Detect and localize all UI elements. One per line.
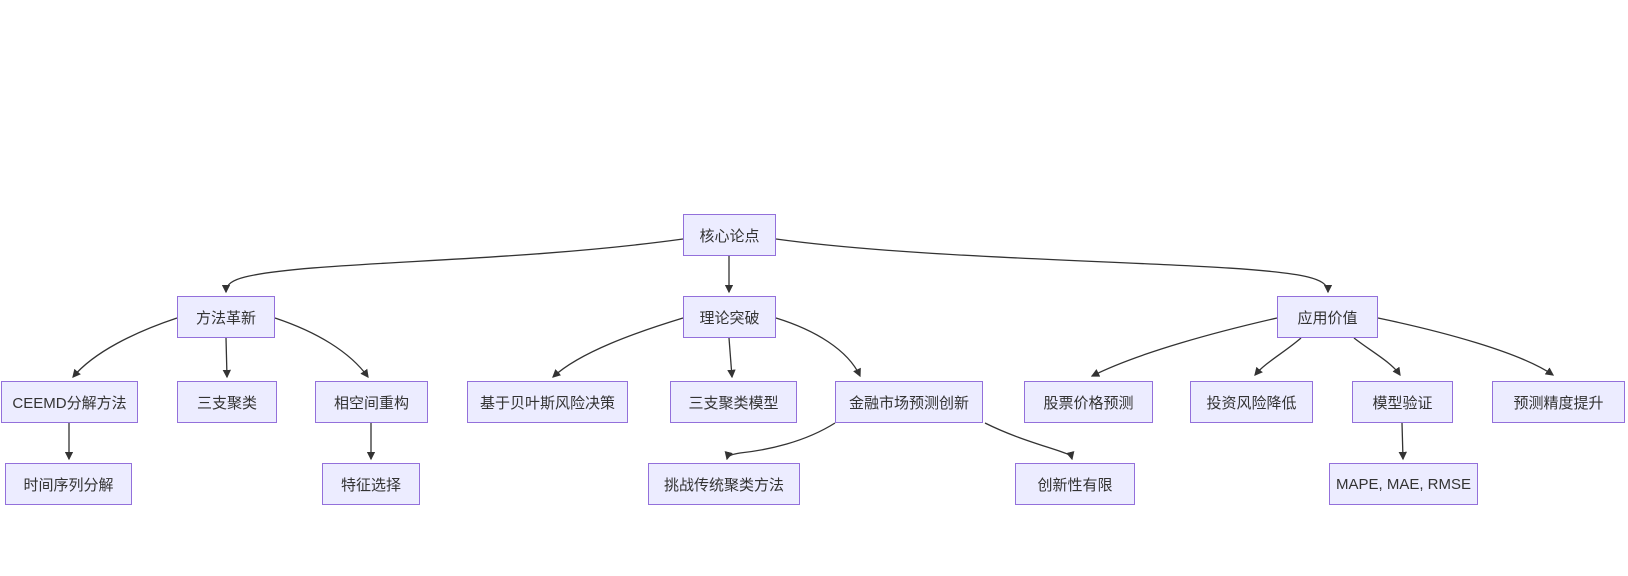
edge-theory-twcmodel: [727, 337, 736, 379]
edge-application-risk: [1254, 337, 1302, 376]
node-ceemd-decomposition: CEEMD分解方法: [1, 381, 138, 423]
edge-application-validation: [1353, 337, 1401, 377]
edge-root-method: [221, 238, 684, 294]
node-feature-selection: 特征选择: [322, 463, 420, 505]
edge-validation-metrics: [1398, 422, 1408, 461]
node-time-series-decomposition: 时间序列分解: [5, 463, 132, 505]
node-forecast-accuracy-improvement: 预测精度提升: [1492, 381, 1625, 423]
edge-theory-bayes: [552, 317, 684, 378]
edge-fininnovation-limited: [984, 422, 1075, 461]
node-model-validation: 模型验证: [1352, 381, 1453, 423]
edge-theory-fininnovation: [775, 317, 861, 378]
node-three-way-clustering: 三支聚类: [177, 381, 277, 423]
node-method-innovation: 方法革新: [177, 296, 275, 338]
node-financial-forecast-innovation: 金融市场预测创新: [835, 381, 983, 423]
node-three-way-clustering-model: 三支聚类模型: [670, 381, 797, 423]
edge-method-phasespace: [274, 317, 369, 379]
node-application-value: 应用价值: [1277, 296, 1378, 338]
node-limited-novelty: 创新性有限: [1015, 463, 1135, 505]
node-core-thesis: 核心论点: [683, 214, 776, 256]
node-bayes-risk-decision: 基于贝叶斯风险决策: [467, 381, 628, 423]
node-metrics-mape-mae-rmse: MAPE, MAE, RMSE: [1329, 463, 1478, 505]
edge-method-threeway: [222, 337, 232, 379]
node-challenge-traditional-clustering: 挑战传统聚类方法: [648, 463, 800, 505]
edge-fininnovation-challenge: [724, 422, 836, 461]
node-investment-risk-reduction: 投资风险降低: [1190, 381, 1313, 423]
edge-root-application: [775, 238, 1333, 294]
node-stock-price-prediction: 股票价格预测: [1024, 381, 1153, 423]
edge-application-stock: [1090, 317, 1278, 377]
node-theory-breakthrough: 理论突破: [683, 296, 776, 338]
edge-application-precision: [1377, 317, 1555, 376]
node-phase-space-reconstruction: 相空间重构: [315, 381, 428, 423]
edge-method-ceemd: [72, 317, 178, 378]
